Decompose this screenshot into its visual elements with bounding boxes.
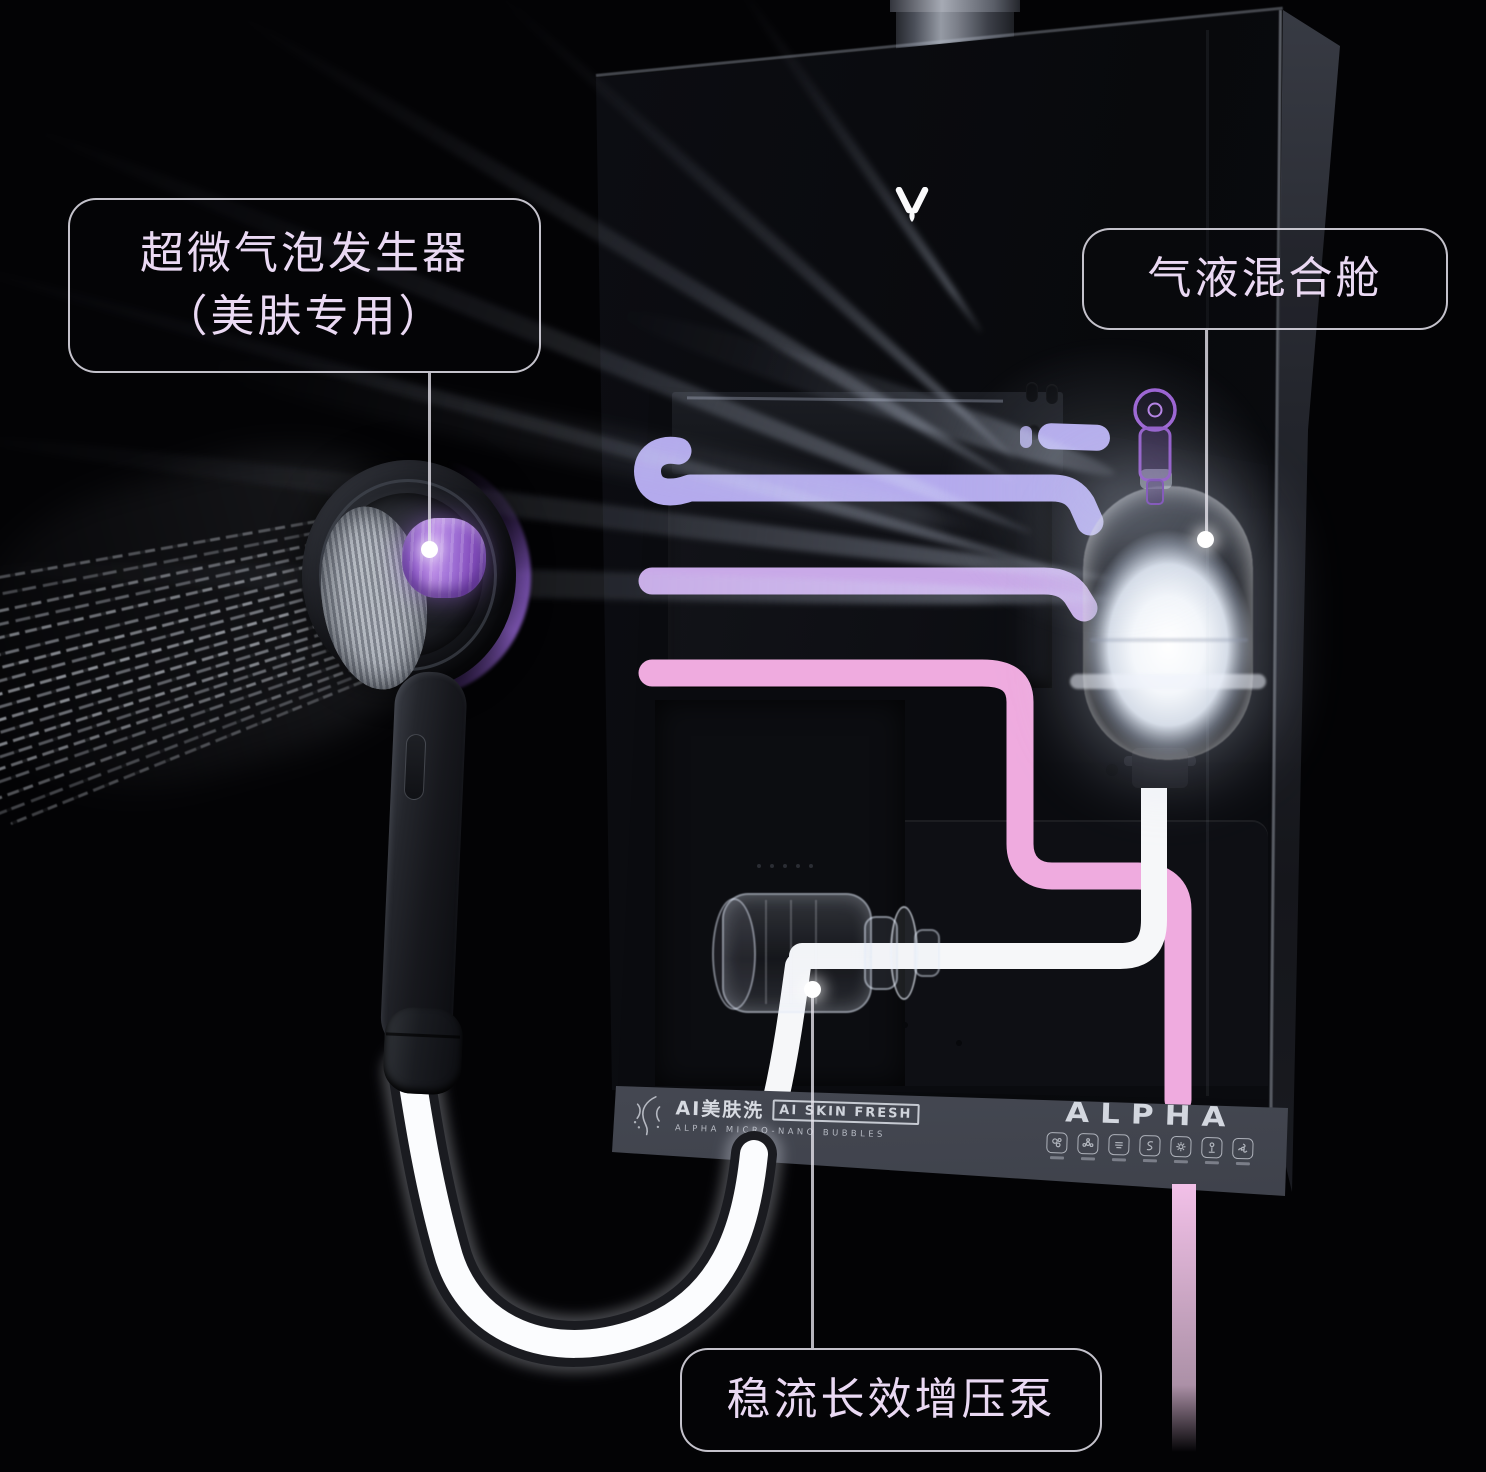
pump-rib (815, 900, 817, 1004)
callout-text: 气液混合舱 (1147, 252, 1383, 304)
tube-white-outlet (763, 953, 811, 1111)
bubble-generator-part (402, 518, 486, 598)
pump-rib (790, 900, 792, 1004)
tube-purple (638, 567, 1098, 622)
skin-face-logo-icon (633, 1096, 661, 1136)
glass-reflection-line (1206, 30, 1209, 1096)
lavender-nub (1020, 426, 1032, 448)
mixing-chamber-tank (1083, 486, 1253, 760)
valve-neck (1146, 479, 1164, 505)
callout-box-mixing-chamber: 气液混合舱 (1082, 228, 1448, 330)
screw-hole (902, 1022, 908, 1028)
callout-text-line1: 超微气泡发生器 (140, 228, 469, 280)
feature-wash-lines (1108, 1133, 1130, 1161)
lavender-stub (1038, 423, 1110, 451)
swirl-water-icon (1139, 1134, 1161, 1157)
booster-pump-cap (712, 898, 756, 1010)
pump-rib (765, 900, 767, 1004)
flue-pipe-collar (890, 0, 1020, 12)
tank-seam (1090, 638, 1248, 642)
booster-pump-outlet (914, 929, 940, 977)
feature-fan-flower (1077, 1132, 1099, 1160)
bar-left-brand-group: AI美肤洗 AI SKIN FRESH ALPHA MICRO-NANO BUB… (629, 1092, 920, 1147)
thermo-person-icon (1201, 1136, 1223, 1159)
vent-slot (1026, 382, 1038, 402)
feature-thermo-person (1201, 1136, 1223, 1164)
screw-dot (757, 864, 761, 868)
handle-end-cap (382, 1006, 464, 1096)
feature-blower-fan (1232, 1137, 1254, 1165)
handle-button (403, 733, 427, 801)
gear-icon (1170, 1135, 1192, 1158)
screw-dot (796, 864, 800, 868)
callout-text: 稳流长效增压泵 (726, 1373, 1056, 1425)
callout-box-booster-pump: 稳流长效增压泵 (680, 1348, 1102, 1452)
blower-fan-icon (1232, 1137, 1254, 1160)
fan-flower-icon (1077, 1132, 1099, 1155)
screw-hole (1106, 764, 1118, 776)
feature-micro-bubbles (1046, 1131, 1068, 1160)
tank-flange (1070, 674, 1266, 689)
feature-gear (1170, 1135, 1192, 1163)
callout-line-bubble-generator (428, 373, 431, 543)
tube-lavender (634, 436, 1104, 536)
screw-hole (956, 1040, 962, 1046)
tube-white (789, 759, 1167, 969)
callout-dot-bubble-generator (421, 541, 438, 558)
wash-lines-icon (1108, 1133, 1130, 1156)
air-intake-glow (940, 340, 1280, 640)
burner-block (672, 392, 1063, 474)
bar-right-brand-group: ALPHA (1046, 1094, 1255, 1165)
feature-swirl-water (1139, 1134, 1161, 1162)
valve-hole-icon (1147, 402, 1163, 418)
feature-icons-row (1046, 1131, 1254, 1165)
callout-text-line2: （美肤专用） (163, 290, 446, 342)
booster-pump-flange (890, 906, 918, 1000)
micro-bubbles-icon (1046, 1131, 1068, 1154)
screw-dot (783, 864, 787, 868)
callout-line-mixing-chamber (1205, 330, 1208, 532)
tube-pink (638, 659, 1192, 1114)
screw-dot (770, 864, 774, 868)
vent-slot (1046, 384, 1058, 404)
callout-dot-mixing-chamber (1197, 531, 1214, 548)
screw-dot (809, 864, 813, 868)
viomi-v-logo-icon (895, 187, 929, 222)
callout-dot-booster-pump (804, 981, 821, 998)
callout-line-booster-pump (811, 997, 814, 1348)
callout-box-bubble-generator: 超微气泡发生器 （美肤专用） (68, 198, 541, 373)
shower-hose (382, 1043, 783, 1373)
